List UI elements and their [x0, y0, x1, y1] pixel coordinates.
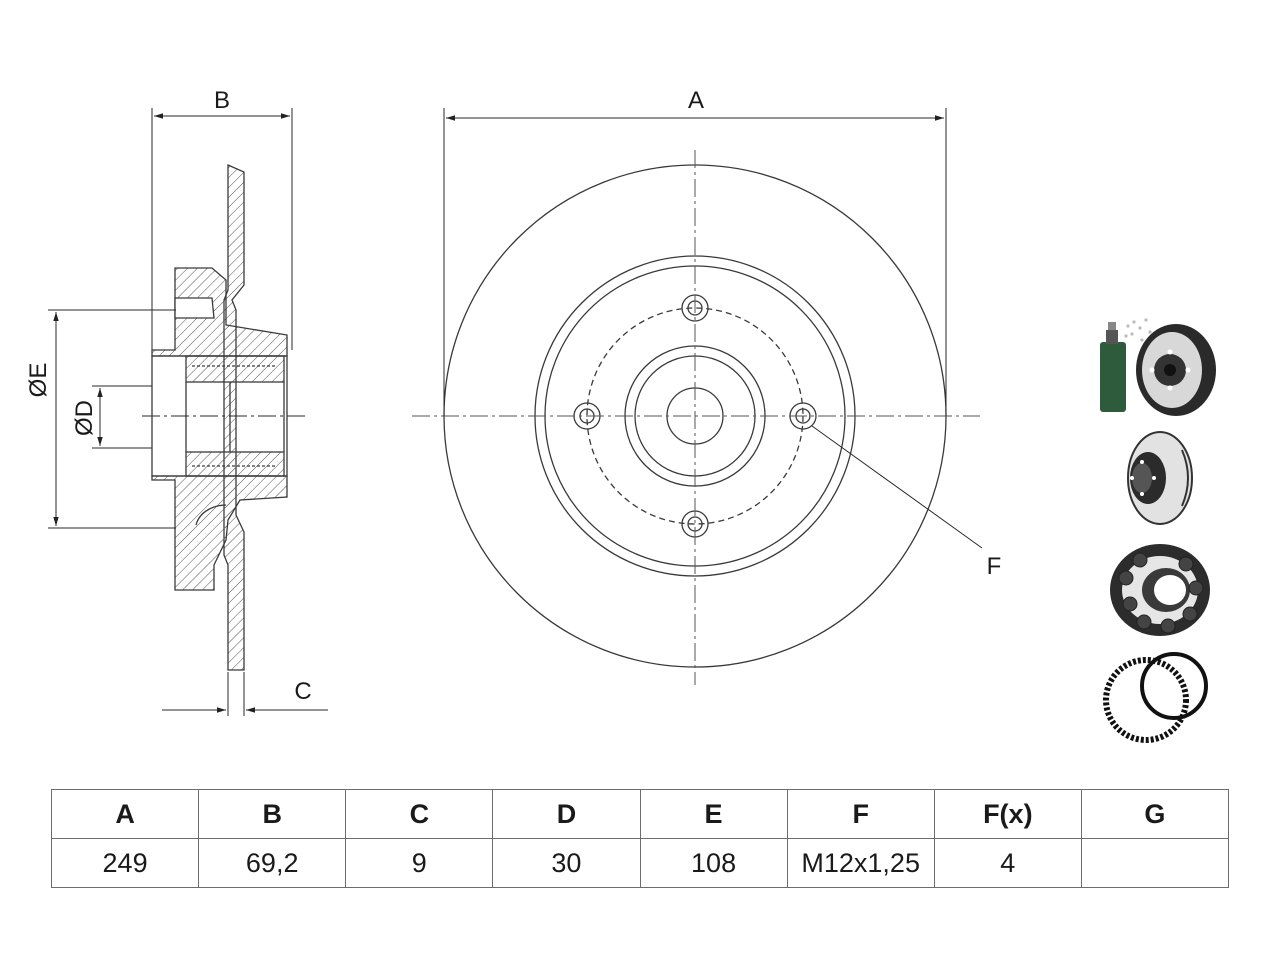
value-e: 108 [639, 838, 788, 888]
front-view [412, 150, 980, 685]
side-section-view [151, 164, 288, 671]
value-g [1080, 838, 1230, 888]
header-fx: F(x) [933, 789, 1082, 839]
value-a: 249 [50, 838, 200, 888]
specs-value-row: 249 69,2 9 30 108 M12x1,25 4 [50, 838, 1230, 888]
dim-label-d: ØD [71, 400, 98, 436]
header-f: F [786, 789, 935, 839]
dim-label-b: B [214, 87, 230, 114]
dim-label-c: C [294, 678, 311, 705]
dim-label-e: ØE [25, 363, 52, 398]
value-d: 30 [492, 838, 641, 888]
value-fx: 4 [933, 838, 1082, 888]
wheel-bearing-icon [1110, 544, 1210, 636]
value-b: 69,2 [198, 838, 347, 888]
side-dimensions [48, 108, 328, 716]
header-e: E [639, 789, 788, 839]
specs-header-row: A B C D E F F(x) G [50, 789, 1230, 839]
header-a: A [50, 789, 200, 839]
value-f: M12x1,25 [786, 838, 935, 888]
dim-label-a: A [688, 87, 704, 114]
value-c: 9 [345, 838, 494, 888]
front-dimensions [443, 108, 983, 549]
specs-table: A B C D E F F(x) G 249 69,2 9 30 108 M12… [50, 789, 1230, 888]
abs-ring-icon [1103, 652, 1208, 743]
header-d: D [492, 789, 641, 839]
brake-disc-hub-icon [1127, 431, 1193, 525]
dim-label-f: F [987, 553, 1002, 580]
spray-coating-icon [1100, 318, 1216, 416]
technical-drawing: B A C ØE ØD F [25, 87, 1216, 743]
header-c: C [345, 789, 494, 839]
header-b: B [198, 789, 347, 839]
header-g: G [1080, 789, 1230, 839]
